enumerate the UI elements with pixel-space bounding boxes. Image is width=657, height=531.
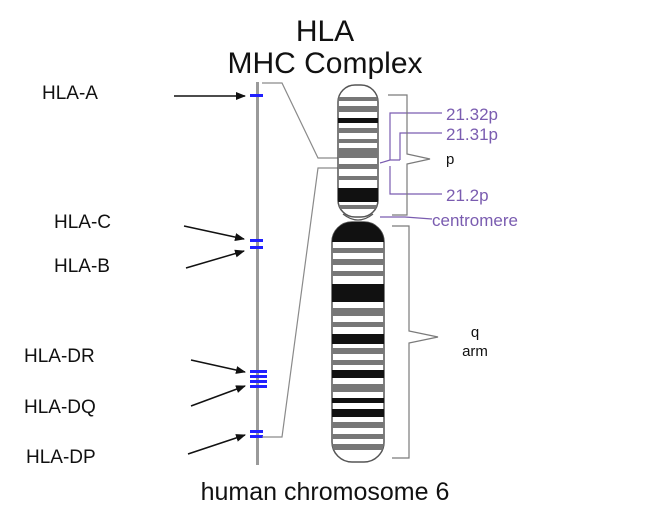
pointer-21-32p <box>389 112 442 160</box>
gene-label-hla-a: HLA-A <box>42 83 98 104</box>
gene-marker-hla-a <box>250 94 263 97</box>
title-line-2: MHC Complex <box>227 47 422 80</box>
zoom-line-top <box>262 82 342 159</box>
chromosome-p-arm <box>337 84 379 218</box>
caption: human chromosome 6 <box>201 478 450 506</box>
gene-marker-hla-dq-1 <box>250 380 267 383</box>
p-arm-label: p <box>446 151 454 168</box>
arrow-hla-c <box>183 225 245 242</box>
p-arm-bracket <box>388 94 431 216</box>
gene-label-hla-dq: HLA-DQ <box>24 397 96 418</box>
q-arm-label: q <box>471 324 479 341</box>
band-label-21-31p: 21.31p <box>446 125 498 144</box>
zoom-line-bottom <box>262 167 342 438</box>
gene-marker-hla-dp-1 <box>250 430 263 433</box>
chromosome-q-arm <box>331 221 385 463</box>
gene-map-line <box>256 82 259 465</box>
gene-marker-hla-dr-1 <box>250 370 267 373</box>
gene-marker-hla-b <box>250 246 263 249</box>
gene-marker-hla-c <box>250 239 263 242</box>
gene-marker-hla-dp-2 <box>250 435 263 438</box>
gene-label-hla-c: HLA-C <box>54 212 111 233</box>
pointer-21-2p <box>389 166 442 195</box>
centromere-label: centromere <box>432 211 518 230</box>
arm-brackets <box>388 94 439 459</box>
arrow-hla-b <box>185 249 245 269</box>
title-line-1: HLA <box>296 15 354 48</box>
band-pointers <box>379 112 442 220</box>
gene-marker-hla-dq-2 <box>250 385 267 388</box>
band-label-21-32p: 21.32p <box>446 105 498 124</box>
gene-markers <box>250 94 267 438</box>
pointer-21-31p <box>399 132 442 160</box>
gene-marker-hla-dr-2 <box>250 375 267 378</box>
zoom-connectors <box>262 82 342 438</box>
q-arm-bracket <box>392 225 439 459</box>
gene-label-hla-b: HLA-B <box>54 256 110 277</box>
pointer-join <box>379 159 400 164</box>
gene-label-hla-dr: HLA-DR <box>24 346 95 367</box>
band-label-21-2p: 21.2p <box>446 186 489 205</box>
pointer-centromere <box>380 216 433 220</box>
gene-label-hla-dp: HLA-DP <box>26 447 96 468</box>
arrow-hla-dr <box>190 359 246 374</box>
arrow-hla-dp <box>187 434 246 455</box>
q-arm-label-arm: arm <box>462 343 488 360</box>
gene-arrows <box>174 92 246 455</box>
arrow-hla-dq <box>190 385 246 407</box>
